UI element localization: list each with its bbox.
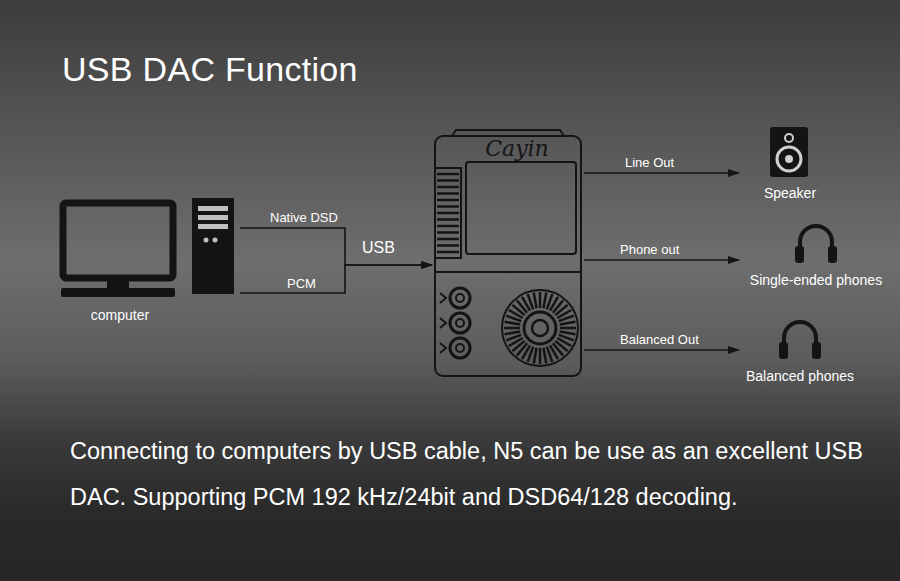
woofer-cap <box>785 155 793 163</box>
monitor-base <box>61 288 175 297</box>
grip-rib <box>437 238 459 241</box>
speaker-cabinet <box>770 127 808 177</box>
wheel-knurl <box>543 348 546 364</box>
jack-hole <box>456 344 464 352</box>
connector-label: Balanced Out <box>620 332 699 347</box>
connector-label: PCM <box>287 276 316 291</box>
device-label: Speaker <box>740 185 840 201</box>
headband <box>784 322 816 348</box>
phones-icon: Balanced phones <box>740 318 860 390</box>
wheel-knurl <box>547 347 552 362</box>
wheel-knurl <box>539 292 542 308</box>
grip-rib <box>437 199 459 202</box>
computer-icon: computer <box>55 195 240 330</box>
wheel-center <box>532 320 548 336</box>
monitor <box>63 203 173 278</box>
wheel-knurl <box>534 293 537 309</box>
ear-cup <box>812 342 821 359</box>
grip-rib <box>437 186 459 189</box>
caption: Connecting to computers by USB cable, N5… <box>70 428 885 520</box>
panel-seam <box>435 271 581 273</box>
wheel-knurl <box>528 294 533 309</box>
power-led <box>204 238 209 243</box>
player-housing <box>435 136 581 376</box>
grip-rib <box>437 173 459 176</box>
jack-mark <box>440 343 446 353</box>
diagram-title: USB DAC Function <box>62 50 358 89</box>
dap-player: Cayin <box>432 128 584 379</box>
grip-rib <box>437 205 459 208</box>
wheel-knurl <box>539 348 542 364</box>
headband <box>800 226 832 252</box>
signal-label: USB <box>362 239 395 257</box>
wheel-knurl <box>506 335 521 340</box>
jack-hole <box>456 294 464 302</box>
grip-rib <box>437 218 459 221</box>
signal-arrow <box>584 172 739 174</box>
jack <box>450 313 470 333</box>
jack-hole <box>456 319 464 327</box>
ear-cup <box>828 246 837 263</box>
power-led <box>213 238 218 243</box>
signal-arrow <box>240 265 432 293</box>
wheel-knurl <box>559 316 574 321</box>
speaker-icon: Speaker <box>740 125 840 207</box>
brand-logo: Cayin <box>472 136 562 161</box>
player-top <box>452 130 564 136</box>
wheel-knurl <box>543 293 546 309</box>
ear-cup <box>795 246 804 263</box>
jack-mark <box>440 318 446 328</box>
player-body <box>435 130 581 376</box>
wheel-knurl <box>534 348 537 364</box>
jack-mark <box>440 293 446 303</box>
grip-panel <box>435 168 461 258</box>
wheel-knurl <box>505 322 521 325</box>
device-label: computer <box>55 307 185 323</box>
ear-cup <box>779 342 788 359</box>
connector-label: Phone out <box>620 242 679 257</box>
phones-icon: Single-ended phones <box>740 222 892 294</box>
wheel-knurl <box>504 327 520 330</box>
drive-bay <box>198 215 228 220</box>
signal-arrow <box>240 228 432 265</box>
grip-rib <box>437 225 459 228</box>
wheel-knurl <box>560 327 576 330</box>
grip-rib <box>437 212 459 215</box>
volume-wheel <box>502 290 578 366</box>
jack <box>450 338 470 358</box>
connector-label: Line Out <box>625 155 674 170</box>
drive-bay <box>198 224 228 229</box>
grip-rib <box>437 251 459 254</box>
wheel-knurl <box>560 331 576 334</box>
woofer <box>777 147 801 171</box>
drive-bay <box>198 206 228 211</box>
tweeter <box>785 134 793 142</box>
grip-rib <box>437 192 459 195</box>
wheel-hub <box>524 312 556 344</box>
signal-arrow <box>584 349 739 351</box>
player-drawing <box>432 128 584 379</box>
grip-rib <box>437 179 459 182</box>
device-label: Single-ended phones <box>740 272 892 288</box>
device-label: Balanced phones <box>740 368 860 384</box>
wheel-knurl <box>505 331 521 334</box>
signal-arrow <box>584 259 739 261</box>
pc-tower <box>192 198 234 294</box>
player-screen <box>466 162 576 254</box>
jack <box>450 288 470 308</box>
grip-rib <box>437 244 459 247</box>
wheel-knurl <box>560 322 576 325</box>
grip-rib <box>437 231 459 234</box>
monitor-stand <box>107 281 129 289</box>
connector-label: Native DSD <box>270 210 338 225</box>
